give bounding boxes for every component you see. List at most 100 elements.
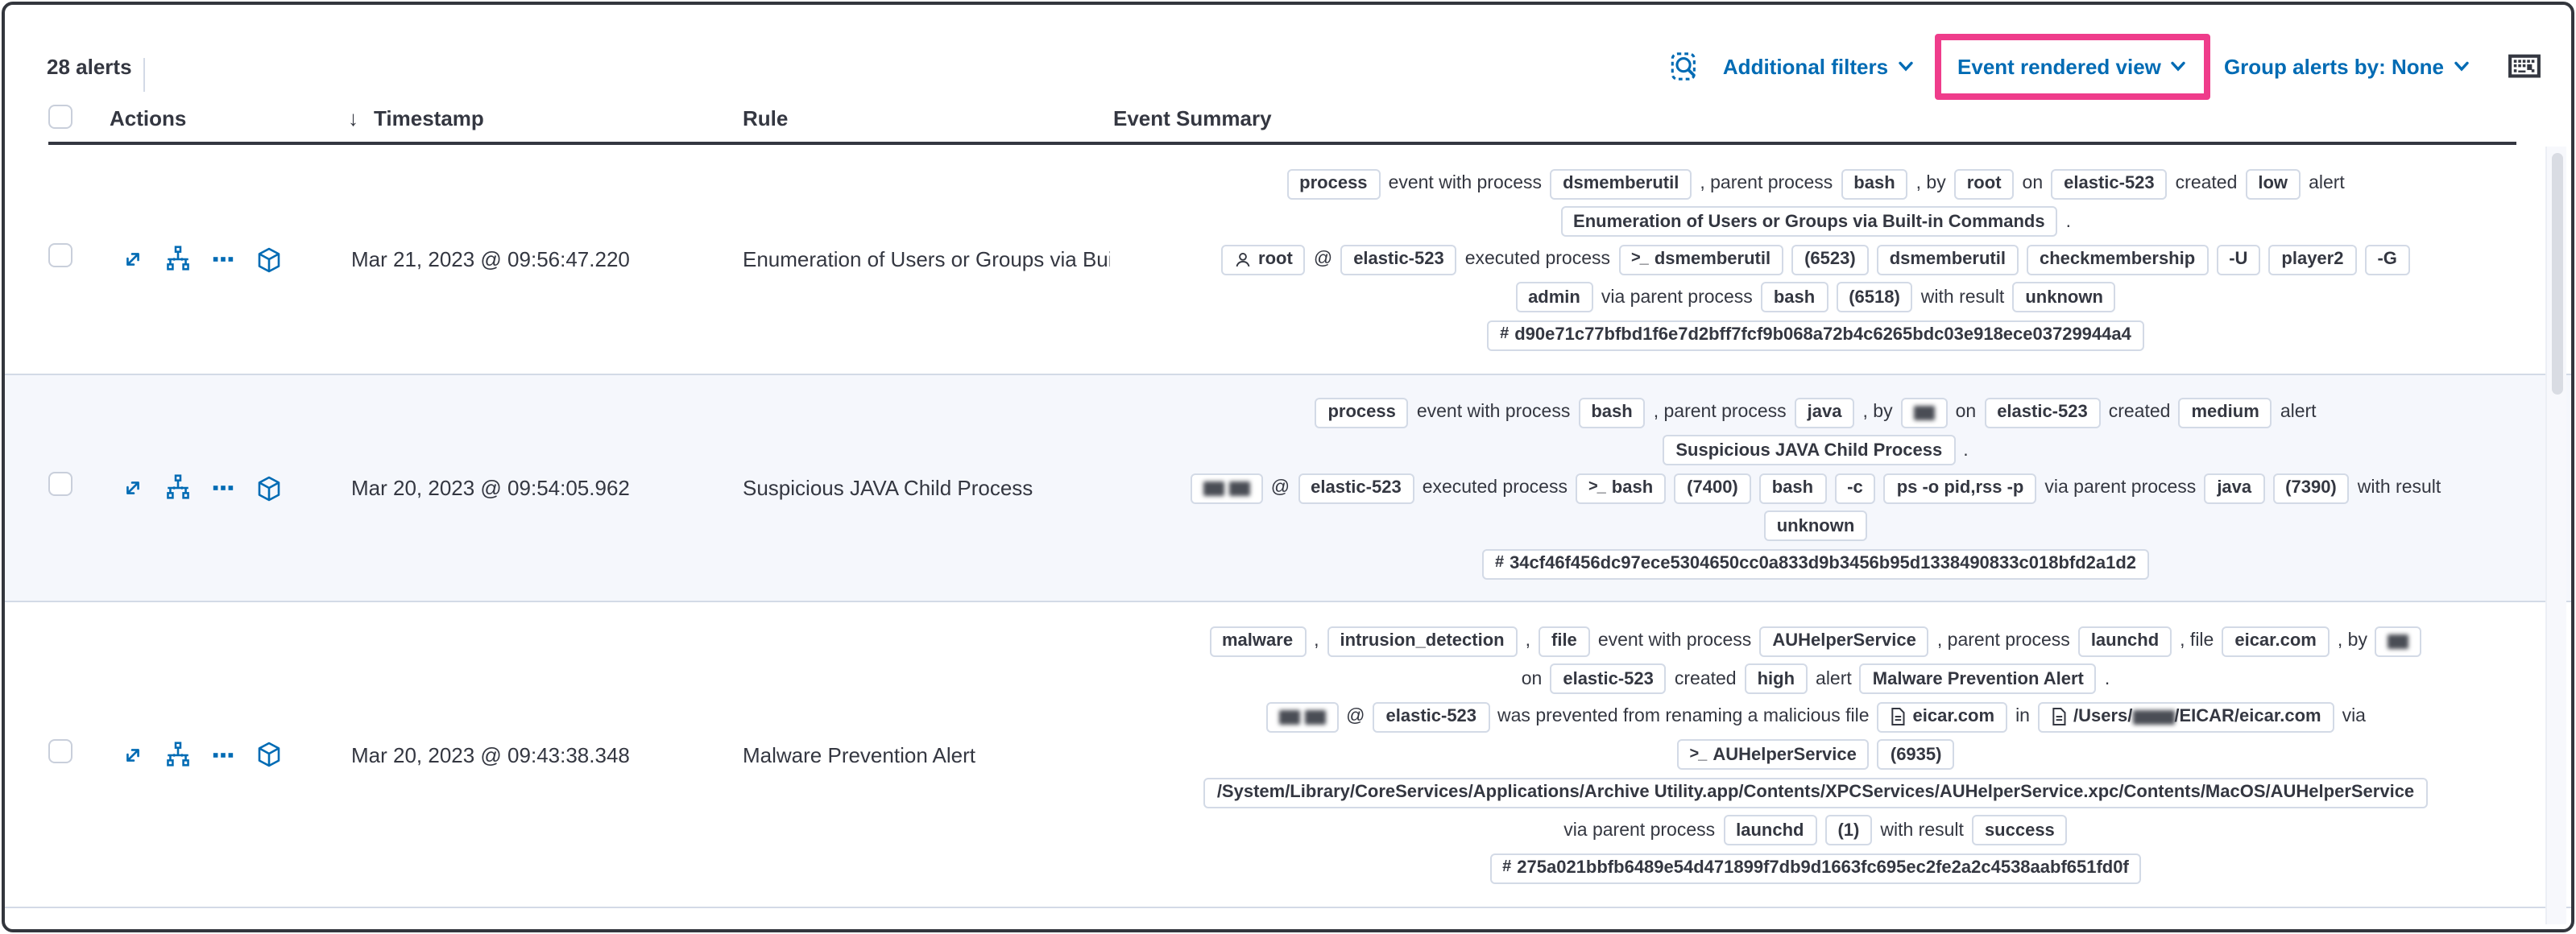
rule-cell[interactable]: Enumeration of Users or Groups via Bui (743, 247, 1110, 271)
event-summary-badge[interactable]: launchd (2077, 626, 2172, 656)
event-summary-badge[interactable]: /System/Library/CoreServices/Application… (1203, 777, 2428, 808)
session-view-icon[interactable] (255, 474, 282, 502)
row-checkbox[interactable] (48, 243, 72, 267)
event-summary-badge[interactable]: success (1971, 815, 2068, 845)
event-summary-badge[interactable] (2375, 626, 2422, 656)
event-summary-badge[interactable]: elastic-523 (1340, 244, 1457, 275)
event-summary-badge[interactable]: bash (1578, 397, 1646, 428)
event-summary-badge[interactable]: (6523) (1791, 244, 1869, 275)
event-summary-badge[interactable]: unknown (1763, 510, 1868, 541)
select-all-checkbox[interactable] (48, 105, 72, 129)
more-actions-icon[interactable] (209, 741, 237, 768)
event-summary-badge[interactable]: #275a021bbfb6489e54d471899f7db9d1663fc69… (1489, 853, 2142, 883)
event-summary-badge[interactable]: java (2204, 473, 2265, 503)
event-summary-badge[interactable]: ps -o pid,rss -p (1883, 473, 2037, 503)
badge-label (2388, 630, 2409, 652)
event-summary-badge[interactable]: malware (1209, 626, 1307, 656)
event-summary-badge[interactable]: checkmembership (2026, 244, 2209, 275)
event-summary-text: executed process (1422, 478, 1568, 498)
event-summary-badge[interactable]: Suspicious JAVA Child Process (1663, 435, 1956, 465)
expand-alert-icon[interactable] (119, 474, 147, 502)
badge-label: 275a021bbfb6489e54d471899f7db9d1663fc695… (1517, 858, 2129, 878)
sort-descending-icon[interactable]: ↓ (348, 106, 358, 130)
hash-icon: # (1500, 325, 1509, 343)
event-summary-line: unknown (1128, 507, 2504, 545)
event-summary-line: /System/Library/CoreServices/Application… (1128, 774, 2504, 812)
event-summary-badge[interactable]: bash (1760, 282, 1828, 312)
event-summary-badge[interactable]: #34cf46f456dc97ece5304650cc0a833d9b3456b… (1481, 548, 2150, 579)
analyze-event-icon[interactable] (164, 246, 192, 273)
event-summary-badge[interactable]: root (1221, 244, 1306, 275)
event-summary-badge[interactable]: process (1286, 168, 1381, 199)
additional-filters-button[interactable]: Additional filters (1723, 54, 1915, 78)
session-view-icon[interactable] (255, 741, 282, 768)
group-alerts-by-dropdown[interactable]: Group alerts by: None (2224, 54, 2471, 78)
event-summary-badge[interactable]: bash (1841, 168, 1908, 199)
event-summary-badge[interactable]: (6935) (1877, 739, 1955, 770)
event-summary-badge[interactable]: elastic-523 (1373, 701, 1490, 732)
expand-alert-icon[interactable] (119, 246, 147, 273)
event-summary-badge[interactable]: elastic-523 (1298, 473, 1414, 503)
event-summary-text: created (2175, 174, 2238, 193)
event-summary-badge[interactable]: eicar.com (2222, 626, 2330, 656)
event-summary-badge[interactable]: java (1794, 397, 1855, 428)
event-summary-badge[interactable]: Enumeration of Users or Groups via Built… (1560, 206, 2058, 237)
event-summary-badge[interactable]: dsmemberutil (1876, 244, 2019, 275)
event-summary-badge[interactable]: low (2245, 168, 2301, 199)
event-summary-badge[interactable]: >_bash (1575, 473, 1667, 503)
event-summary-badge[interactable]: admin (1515, 282, 1593, 312)
rule-cell[interactable]: Malware Prevention Alert (743, 742, 976, 767)
event-summary-badge[interactable]: player2 (2268, 244, 2357, 275)
row-checkbox[interactable] (48, 738, 72, 762)
analyze-event-icon[interactable] (164, 474, 192, 502)
event-summary-badge[interactable]: (7390) (2272, 473, 2350, 503)
redacted-value (2132, 709, 2175, 725)
more-actions-icon[interactable] (209, 474, 237, 502)
event-summary-badge[interactable]: >_AUHelperService (1676, 739, 1870, 770)
event-summary-badge[interactable]: (7400) (1674, 473, 1751, 503)
event-summary-badge[interactable]: dsmemberutil (1550, 168, 1692, 199)
event-summary-badge[interactable]: launchd (1723, 815, 1817, 845)
event-summary-badge[interactable]: >_dsmemberutil (1618, 244, 1784, 275)
event-summary-badge[interactable]: intrusion_detection (1327, 626, 1518, 656)
row-actions (119, 741, 282, 768)
event-summary-badge[interactable]: -G (2364, 244, 2410, 275)
event-summary-badge[interactable]: process (1315, 397, 1409, 428)
event-summary-badge[interactable]: file (1539, 626, 1590, 656)
event-summary-badge[interactable]: /Users//EICAR/eicar.com (2037, 701, 2334, 732)
event-summary-badge[interactable] (1900, 397, 1948, 428)
event-summary-badge[interactable]: -U (2216, 244, 2261, 275)
event-summary-badge[interactable]: unknown (2012, 282, 2116, 312)
event-summary-badge[interactable]: AUHelperService (1759, 626, 1929, 656)
event-summary-badge[interactable]: (1) (1824, 815, 1873, 845)
expand-alert-icon[interactable] (119, 741, 147, 768)
event-summary-badge[interactable]: medium (2178, 397, 2272, 428)
event-summary-badge[interactable]: root (1953, 168, 2015, 199)
event-summary-badge[interactable]: elastic-523 (1984, 397, 2101, 428)
more-actions-icon[interactable] (209, 246, 237, 273)
row-checkbox[interactable] (48, 472, 72, 496)
event-summary-badge[interactable]: -c (1834, 473, 1876, 503)
event-summary-badge[interactable]: elastic-523 (2051, 168, 2168, 199)
event-summary-badge[interactable]: bash (1758, 473, 1827, 503)
inspect-icon[interactable] (1670, 51, 1700, 81)
column-header-timestamp[interactable]: Timestamp (374, 106, 484, 130)
event-summary-badge[interactable]: (6518) (1836, 282, 1913, 312)
event-summary-text: created (2108, 403, 2171, 422)
badge-label: elastic-523 (2064, 174, 2155, 193)
event-summary-badge[interactable]: high (1744, 663, 1808, 694)
event-summary-badge[interactable] (1265, 701, 1339, 732)
event-summary-badge[interactable]: elastic-523 (1550, 663, 1667, 694)
scrollbar-track[interactable] (2545, 147, 2566, 924)
event-summary-badge[interactable] (1190, 473, 1263, 503)
view-selector-dropdown[interactable]: Event rendered view (1957, 54, 2189, 78)
scrollbar-thumb[interactable] (2551, 153, 2562, 395)
session-view-icon[interactable] (255, 246, 282, 273)
event-summary-badge[interactable]: eicar.com (1877, 701, 2008, 732)
rule-cell[interactable]: Suspicious JAVA Child Process (743, 476, 1033, 500)
event-summary-badge[interactable]: Malware Prevention Alert (1859, 663, 2097, 694)
keyboard-shortcuts-icon[interactable] (2507, 48, 2542, 84)
event-summary-badge[interactable]: #d90e71c77bfbd1f6e7d2bff7fcf9b068a72b4c6… (1487, 320, 2144, 350)
analyze-event-icon[interactable] (164, 741, 192, 768)
